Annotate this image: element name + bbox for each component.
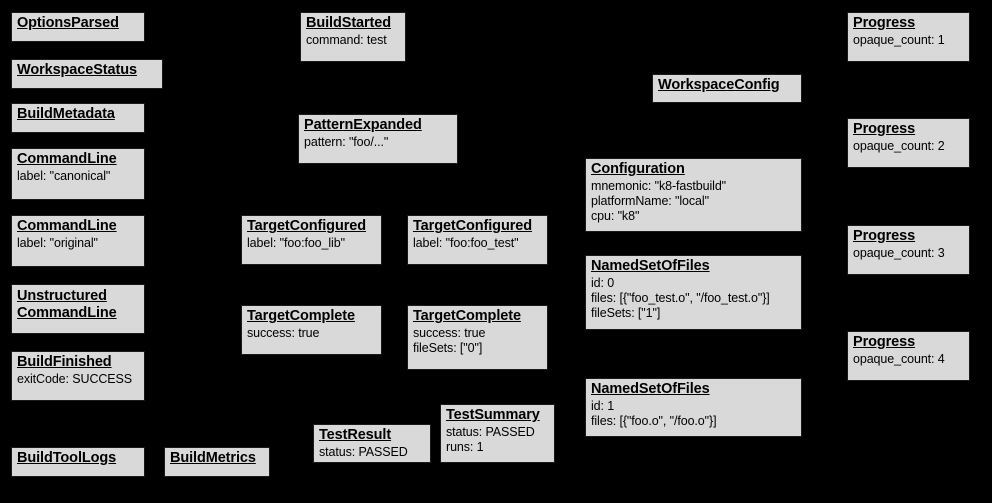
node-attributes: label: "original" bbox=[17, 236, 139, 251]
node-title: TargetComplete bbox=[247, 308, 355, 324]
node-attribute-line: label: "original" bbox=[17, 235, 98, 250]
node-attribute-line: cpu: "k8" bbox=[591, 208, 640, 223]
node-attributes: status: PASSED bbox=[319, 445, 425, 460]
node-attribute-line: id: 1 bbox=[591, 398, 615, 413]
node-attributes: label: "foo:foo_lib" bbox=[247, 236, 376, 251]
node-title: BuildToolLogs bbox=[17, 450, 117, 466]
node-workspace-config[interactable]: WorkspaceConfig bbox=[652, 74, 802, 103]
node-attribute-line: command: test bbox=[306, 32, 387, 47]
node-attribute-line: fileSets: ["0"] bbox=[413, 340, 483, 355]
node-attributes: command: test bbox=[306, 33, 400, 48]
node-attribute-line: exitCode: SUCCESS bbox=[17, 371, 133, 386]
node-title: CommandLine bbox=[17, 151, 117, 167]
node-attribute-line: mnemonic: "k8-fastbuild" bbox=[591, 178, 727, 193]
node-attribute-line: label: "foo:foo_test" bbox=[413, 235, 519, 250]
node-title: Unstructured CommandLine bbox=[17, 288, 117, 321]
node-title: WorkspaceStatus bbox=[17, 62, 137, 78]
node-title: NamedSetOfFiles bbox=[591, 381, 710, 397]
node-attribute-line: success: true bbox=[247, 325, 320, 340]
node-title: TestSummary bbox=[446, 407, 540, 423]
node-title: Progress bbox=[853, 334, 916, 350]
node-build-metadata[interactable]: BuildMetadata bbox=[11, 103, 145, 133]
node-attribute-line: runs: 1 bbox=[446, 439, 484, 454]
node-title: BuildFinished bbox=[17, 354, 112, 370]
node-title: Progress bbox=[853, 228, 916, 244]
node-attribute-line: files: [{"foo.o", "/foo.o"}] bbox=[591, 413, 717, 428]
node-attribute-line: fileSets: ["1"] bbox=[591, 305, 661, 320]
node-unstructured-command-line[interactable]: Unstructured CommandLine bbox=[11, 284, 145, 334]
node-attribute-line: label: "foo:foo_lib" bbox=[247, 235, 345, 250]
node-attributes: pattern: "foo/..." bbox=[304, 135, 452, 150]
node-title: NamedSetOfFiles bbox=[591, 258, 710, 274]
node-build-tool-logs[interactable]: BuildToolLogs bbox=[11, 447, 145, 477]
node-attributes: opaque_count: 1 bbox=[853, 33, 964, 48]
node-attribute-line: opaque_count: 2 bbox=[853, 138, 945, 153]
node-workspace-status[interactable]: WorkspaceStatus bbox=[11, 59, 163, 89]
node-title: Progress bbox=[853, 121, 916, 137]
node-attribute-line: success: true bbox=[413, 325, 486, 340]
node-attribute-line: platformName: "local" bbox=[591, 193, 709, 208]
node-title: Progress bbox=[853, 15, 916, 31]
node-attribute-line: opaque_count: 4 bbox=[853, 351, 945, 366]
node-attributes: exitCode: SUCCESS bbox=[17, 372, 139, 387]
node-attribute-line: label: "canonical" bbox=[17, 168, 111, 183]
node-attributes: label: "canonical" bbox=[17, 169, 139, 184]
node-build-metrics[interactable]: BuildMetrics bbox=[164, 447, 270, 477]
node-title: BuildMetadata bbox=[17, 106, 115, 122]
node-attributes: opaque_count: 3 bbox=[853, 246, 964, 261]
node-title: TestResult bbox=[319, 427, 392, 443]
node-title: WorkspaceConfig bbox=[658, 77, 780, 93]
node-attribute-line: opaque_count: 3 bbox=[853, 245, 945, 260]
node-attribute-line: status: PASSED bbox=[446, 424, 535, 439]
node-options-parsed[interactable]: OptionsParsed bbox=[11, 12, 145, 42]
node-attributes: label: "foo:foo_test" bbox=[413, 236, 542, 251]
node-attributes: opaque_count: 4 bbox=[853, 352, 964, 367]
node-attributes: success: true bbox=[247, 326, 376, 341]
node-title: TargetConfigured bbox=[413, 218, 532, 234]
node-attribute-line: opaque_count: 1 bbox=[853, 32, 945, 47]
node-attribute-line: pattern: "foo/..." bbox=[304, 134, 389, 149]
node-attributes: mnemonic: "k8-fastbuild"platformName: "l… bbox=[591, 179, 796, 224]
node-title: Configuration bbox=[591, 161, 685, 177]
node-title: OptionsParsed bbox=[17, 15, 119, 31]
node-title: BuildStarted bbox=[306, 15, 392, 31]
node-attribute-line: status: PASSED bbox=[319, 444, 408, 459]
node-title: TargetConfigured bbox=[247, 218, 366, 234]
node-title: BuildMetrics bbox=[170, 450, 256, 466]
node-title: TargetComplete bbox=[413, 308, 521, 324]
node-attribute-line: files: [{"foo_test.o", "/foo_test.o"}] bbox=[591, 290, 770, 305]
node-title: PatternExpanded bbox=[304, 117, 422, 133]
node-attributes: opaque_count: 2 bbox=[853, 139, 964, 154]
node-attribute-line: id: 0 bbox=[591, 275, 615, 290]
node-title: CommandLine bbox=[17, 218, 117, 234]
